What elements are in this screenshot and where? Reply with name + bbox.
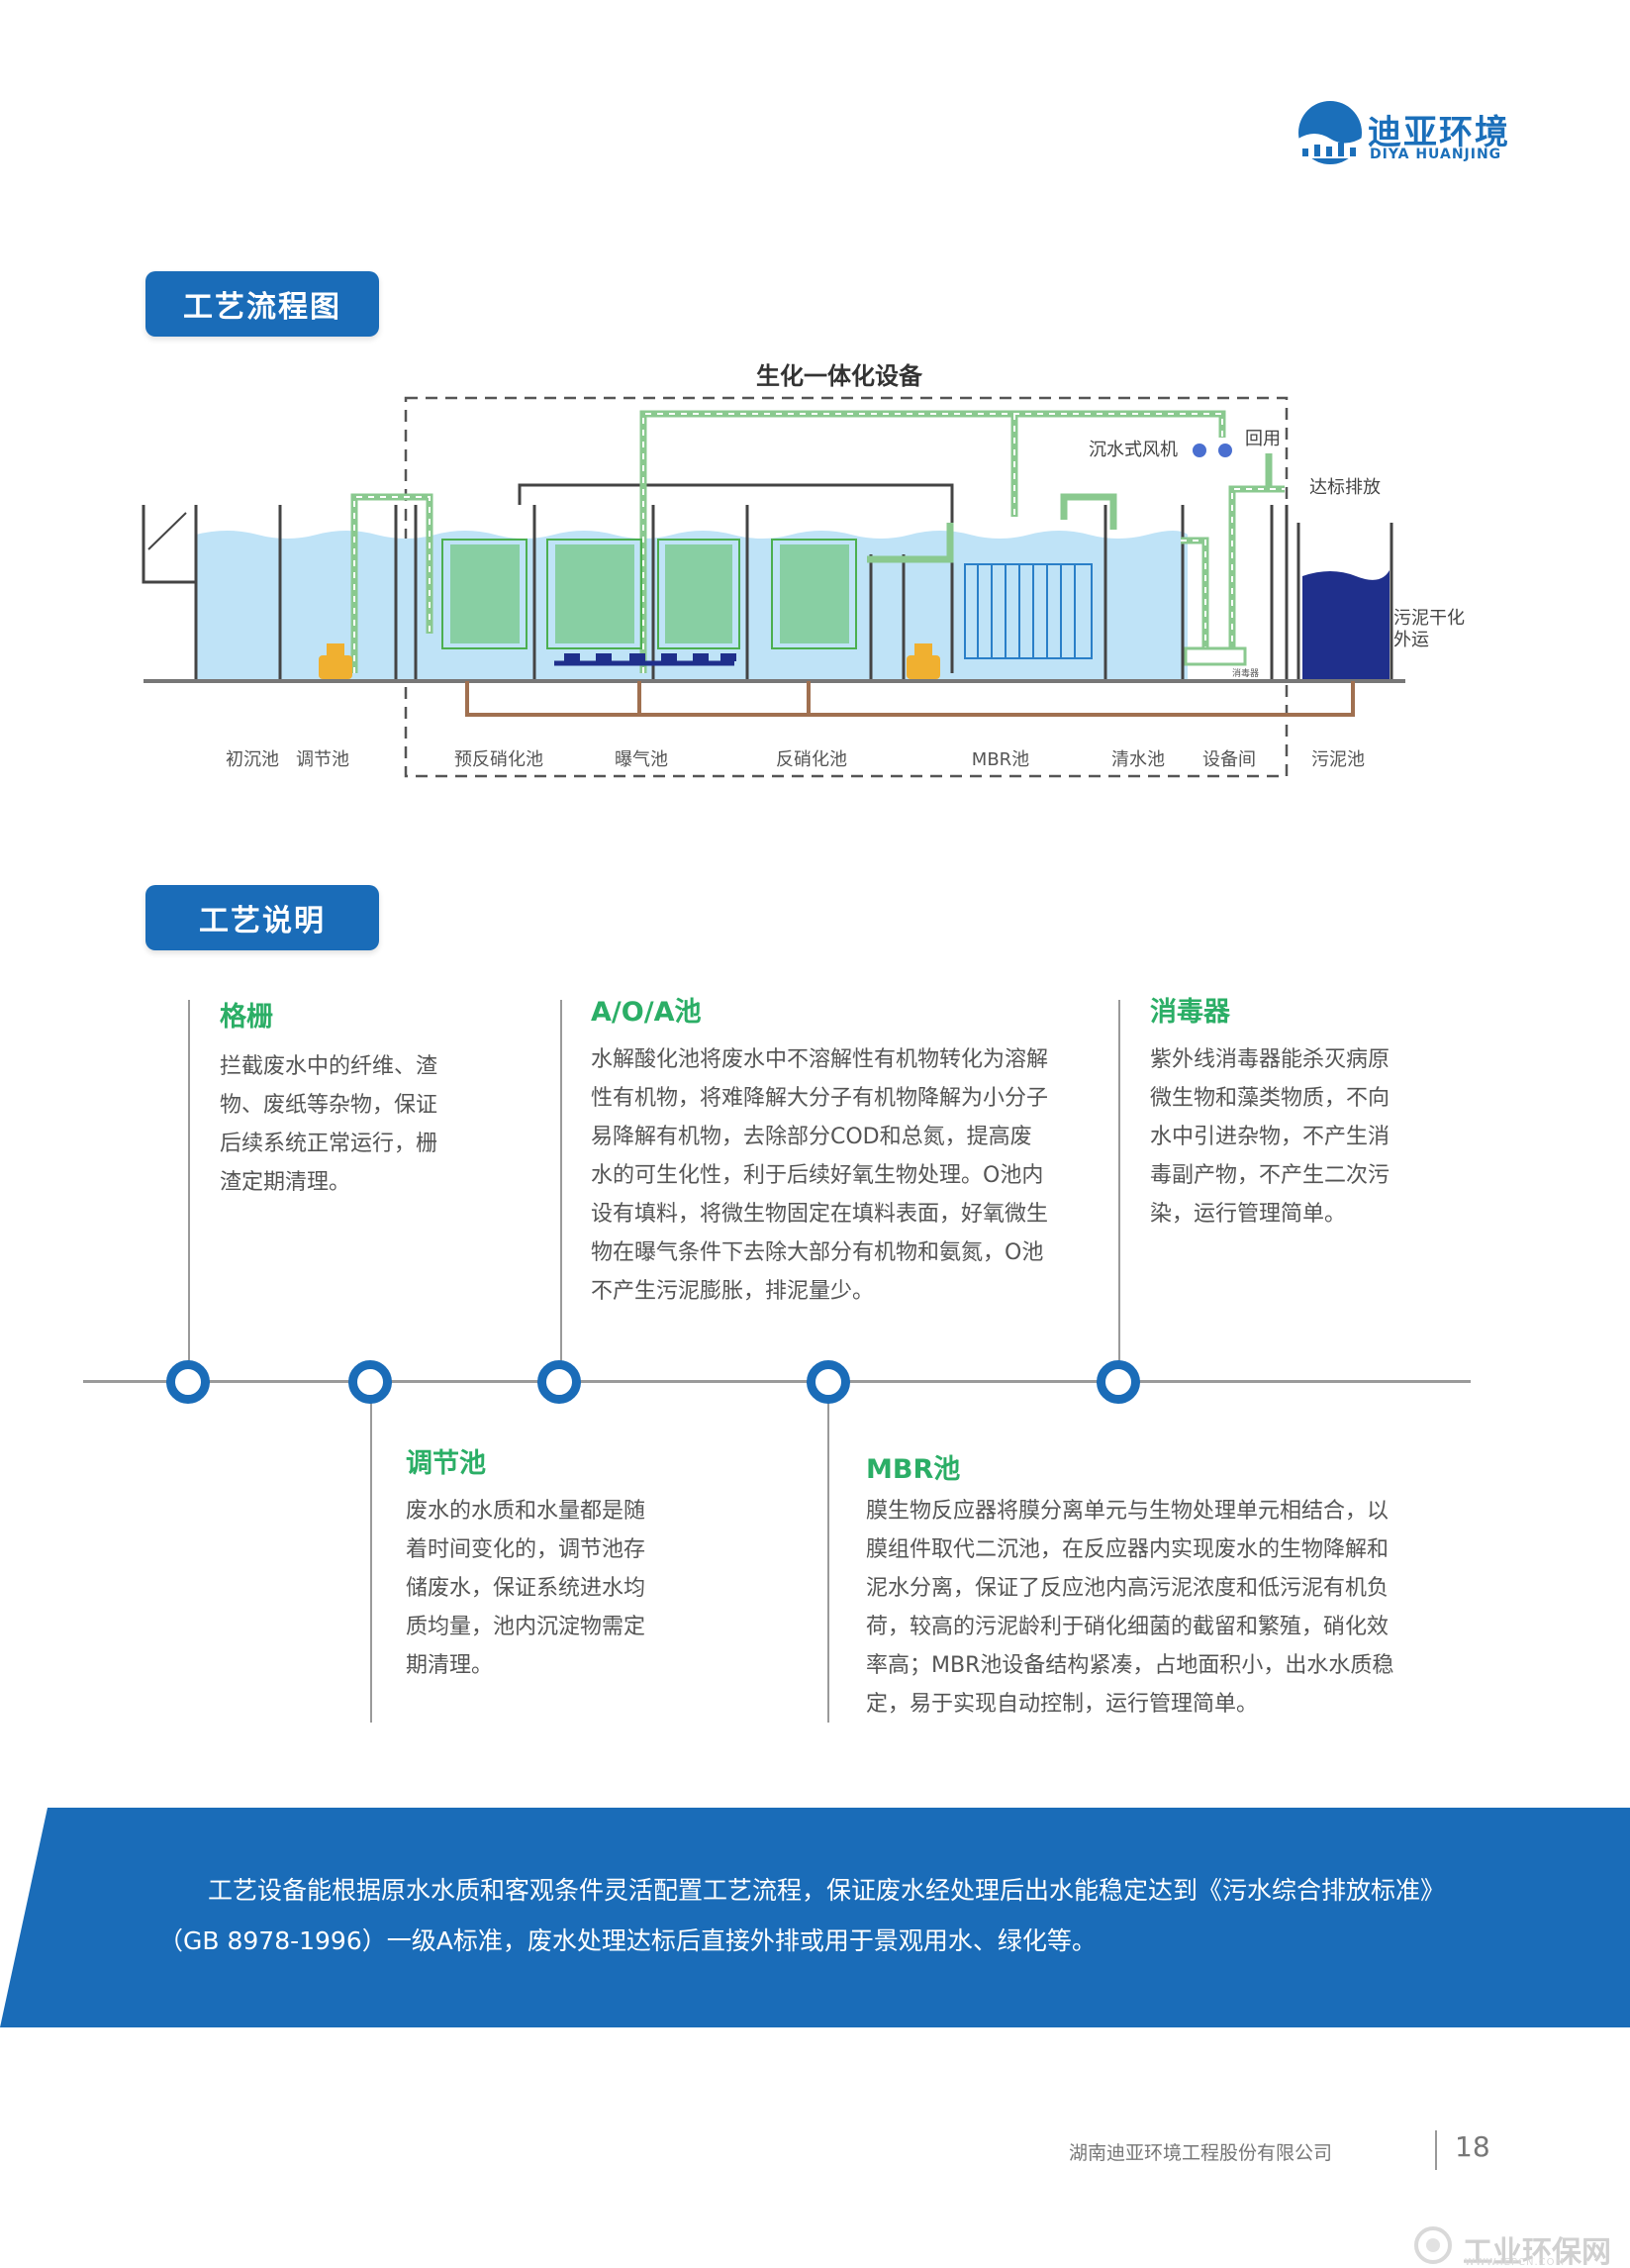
tank-label: 调节池 bbox=[296, 749, 349, 770]
desc-mbr-body: 膜生物反应器将膜分离单元与生物处理单元相结合，以 膜组件取代二沉池，在反应器内实… bbox=[866, 1492, 1450, 1724]
text-line: 水中引进杂物，不产生消 bbox=[1150, 1125, 1390, 1149]
text-line: 毒副产物，不产生二次污 bbox=[1150, 1163, 1390, 1188]
text-line: 废水的水质和水量都是随 bbox=[406, 1499, 646, 1524]
tank-label: 污泥池 bbox=[1311, 749, 1365, 770]
label-reuse: 回用 bbox=[1245, 429, 1281, 449]
timeline-node bbox=[1097, 1360, 1140, 1404]
text-line: 定，易于实现自动控制，运行管理简单。 bbox=[866, 1692, 1259, 1717]
text-line: 性有机物，将难降解大分子有机物降解为小分子 bbox=[591, 1086, 1049, 1111]
label-blower: 沉水式风机 bbox=[1089, 440, 1178, 460]
text-line: 染，运行管理简单。 bbox=[1150, 1202, 1347, 1227]
text-line: 物在曝气条件下去除大部分有机物和氨氮，O池 bbox=[591, 1240, 1044, 1265]
summary-line-2: （GB 8978-1996）一级A标准，废水处理达标后直接外排或用于景观用水、绿… bbox=[158, 1926, 1097, 1955]
timeline-axis bbox=[83, 1380, 1471, 1383]
sludge-body bbox=[1302, 570, 1390, 679]
text-line: 储废水，保证系统进水均 bbox=[406, 1576, 646, 1601]
diagram-title: 生化一体化设备 bbox=[756, 362, 923, 390]
text-line: 紫外线消毒器能杀灭病原 bbox=[1150, 1047, 1390, 1072]
text-line: 水解酸化池将废水中不溶解性有机物转化为溶解 bbox=[591, 1047, 1049, 1072]
text-line: 膜组件取代二沉池，在反应器内实现废水的生物降解和 bbox=[866, 1537, 1390, 1562]
tank-label: 设备间 bbox=[1202, 749, 1256, 770]
text-line: 设有填料，将微生物固定在填料表面，好氧微生 bbox=[591, 1202, 1049, 1227]
tank-label: 初沉池 bbox=[226, 749, 279, 770]
desc-aoa: A/O/A池 水解酸化池将废水中不溶解性有机物转化为溶解 性有机物，将难降解大分… bbox=[591, 990, 1086, 1311]
text-line: 渣定期清理。 bbox=[220, 1170, 351, 1195]
text-line: 水的可生化性，利于后续好氧生物处理。O池内 bbox=[591, 1163, 1044, 1188]
timeline-node bbox=[537, 1360, 581, 1404]
label-sludge-out-2: 外运 bbox=[1393, 630, 1429, 650]
text-line: 泥水分离，保证了反应池内高污泥浓度和低污泥有机负 bbox=[866, 1576, 1390, 1601]
desc-disinfector-title: 消毒器 bbox=[1150, 997, 1230, 1028]
desc-grille: 格栅 拦截废水中的纤维、渣 物、废纸等杂物，保证 后续系统正常运行，栅 渣定期清… bbox=[220, 995, 477, 1202]
desc-mbr: MBR池 膜生物反应器将膜分离单元与生物处理单元相结合，以 膜组件取代二沉池，在… bbox=[866, 1447, 1450, 1724]
disinfector-label: 消毒器 bbox=[1232, 667, 1259, 679]
pump-icon bbox=[907, 643, 940, 679]
connector-line bbox=[827, 1394, 829, 1723]
mbr-membrane bbox=[964, 563, 1093, 659]
connector-line bbox=[370, 1394, 372, 1723]
tank-label: 预反硝化池 bbox=[454, 749, 543, 770]
desc-disinfector-body: 紫外线消毒器能杀灭病原 微生物和藻类物质，不向 水中引进杂物，不产生消 毒副产物… bbox=[1150, 1040, 1447, 1233]
media-dots bbox=[450, 544, 849, 643]
desc-disinfector: 消毒器 紫外线消毒器能杀灭病原 微生物和藻类物质，不向 水中引进杂物，不产生消 … bbox=[1150, 990, 1447, 1233]
bio-media-blocks bbox=[441, 539, 857, 649]
footer-divider bbox=[1435, 2130, 1437, 2170]
watermark-url: WWW.IEPCN.COM bbox=[1465, 2257, 1566, 2268]
process-flow-diagram: 生化一体化设备 bbox=[142, 362, 1465, 778]
text-line: 期清理。 bbox=[406, 1653, 494, 1678]
logo-mark-icon bbox=[1298, 101, 1364, 164]
blower-icon bbox=[1193, 444, 1232, 457]
text-line: 微生物和藻类物质，不向 bbox=[1150, 1086, 1390, 1111]
tank-label: 曝气池 bbox=[615, 749, 668, 770]
summary-text: 工艺设备能根据原水水质和客观条件灵活配置工艺流程，保证废水经处理后出水能稳定达到… bbox=[158, 1865, 1465, 1966]
desc-aoa-body: 水解酸化池将废水中不溶解性有机物转化为溶解 性有机物，将难降解大分子有机物降解为… bbox=[591, 1040, 1086, 1311]
text-line: 拦截废水中的纤维、渣 bbox=[220, 1054, 438, 1079]
text-line: 质均量，池内沉淀物需定 bbox=[406, 1615, 646, 1639]
text-line: 物、废纸等杂物，保证 bbox=[220, 1093, 438, 1118]
section-title-desc: 工艺说明 bbox=[145, 885, 379, 950]
section-title-flow: 工艺流程图 bbox=[145, 271, 379, 337]
desc-mbr-title: MBR池 bbox=[866, 1454, 961, 1485]
tank-label: 反硝化池 bbox=[776, 749, 847, 770]
timeline-node bbox=[348, 1360, 392, 1404]
tank-label: MBR池 bbox=[972, 749, 1029, 770]
text-line: 膜生物反应器将膜分离单元与生物处理单元相结合，以 bbox=[866, 1499, 1390, 1524]
pump-icon bbox=[319, 643, 352, 679]
tank-label: 清水池 bbox=[1111, 749, 1165, 770]
desc-grille-title: 格栅 bbox=[220, 1002, 273, 1033]
text-line: 着时间变化的，调节池存 bbox=[406, 1537, 646, 1562]
watermark-icon bbox=[1414, 2226, 1452, 2264]
summary-line-1: 工艺设备能根据原水水质和客观条件灵活配置工艺流程，保证废水经处理后出水能稳定达到… bbox=[158, 1865, 1465, 1916]
desc-adjust-tank: 调节池 废水的水质和水量都是随 着时间变化的，调节池存 储废水，保证系统进水均 … bbox=[406, 1441, 703, 1685]
disinfector-icon bbox=[1184, 646, 1247, 666]
connector-line bbox=[188, 1000, 190, 1371]
timeline-node bbox=[166, 1360, 210, 1404]
text-line: 易降解有机物，去除部分COD和总氮，提高废 bbox=[591, 1125, 1032, 1149]
desc-adjust-body: 废水的水质和水量都是随 着时间变化的，调节池存 储废水，保证系统进水均 质均量，… bbox=[406, 1492, 703, 1685]
desc-aoa-title: A/O/A池 bbox=[591, 997, 702, 1028]
label-discharge: 达标排放 bbox=[1309, 477, 1381, 498]
page-number: 18 bbox=[1455, 2130, 1490, 2163]
watermark: 工业环保网 WWW.IEPCN.COM bbox=[1413, 2225, 1621, 2268]
connector-line bbox=[1118, 1000, 1120, 1371]
text-line: 后续系统正常运行，栅 bbox=[220, 1132, 438, 1156]
desc-adjust-title: 调节池 bbox=[406, 1448, 486, 1479]
summary-line-1-text: 工艺设备能根据原水水质和客观条件灵活配置工艺流程，保证废水经处理后出水能稳定达到… bbox=[208, 1876, 1446, 1905]
text-line: 荷，较高的污泥龄利于硝化细菌的截留和繁殖，硝化效 bbox=[866, 1615, 1390, 1639]
watermark-text: 工业环保网 bbox=[1463, 2235, 1611, 2268]
connector-line bbox=[560, 1000, 562, 1371]
logo-name-cn: 迪亚环境 bbox=[1368, 113, 1510, 152]
desc-grille-body: 拦截废水中的纤维、渣 物、废纸等杂物，保证 后续系统正常运行，栅 渣定期清理。 bbox=[220, 1047, 477, 1202]
text-line: 率高；MBR池设备结构紧凑，占地面积小，出水水质稳 bbox=[866, 1653, 1394, 1678]
label-sludge-out-1: 污泥干化 bbox=[1393, 608, 1465, 629]
text-line: 不产生污泥膨胀，排泥量少。 bbox=[591, 1279, 875, 1304]
logo-name-en: DIYA HUANJING bbox=[1370, 147, 1502, 162]
timeline-node bbox=[807, 1360, 850, 1404]
footer-company: 湖南迪亚环境工程股份有限公司 bbox=[1069, 2142, 1333, 2164]
company-logo: 迪亚环境 DIYA HUANJING bbox=[1294, 99, 1512, 168]
summary-banner bbox=[0, 1808, 1630, 2027]
